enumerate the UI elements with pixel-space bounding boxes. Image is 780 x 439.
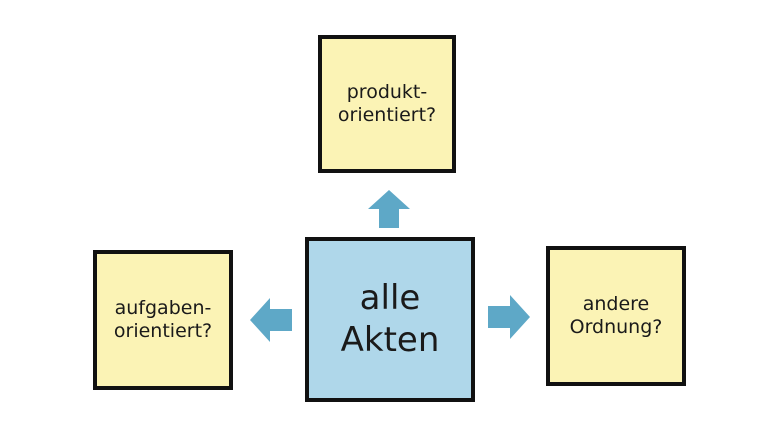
box-task-oriented-label: aufgaben- orientiert? <box>113 297 213 342</box>
box-task-oriented: aufgaben- orientiert? <box>93 250 233 390</box>
box-all-files: alle Akten <box>305 237 475 402</box>
arrow-left-icon <box>250 298 292 342</box>
arrow-right-icon <box>488 295 530 339</box>
box-product-oriented: produkt- orientiert? <box>318 35 456 173</box>
box-product-oriented-label: produkt- orientiert? <box>337 81 437 126</box>
box-all-files-label: alle Akten <box>340 278 440 360</box>
box-other-order: andere Ordnung? <box>546 246 686 386</box>
box-other-order-label: andere Ordnung? <box>569 293 663 338</box>
arrow-up-icon <box>368 190 410 228</box>
